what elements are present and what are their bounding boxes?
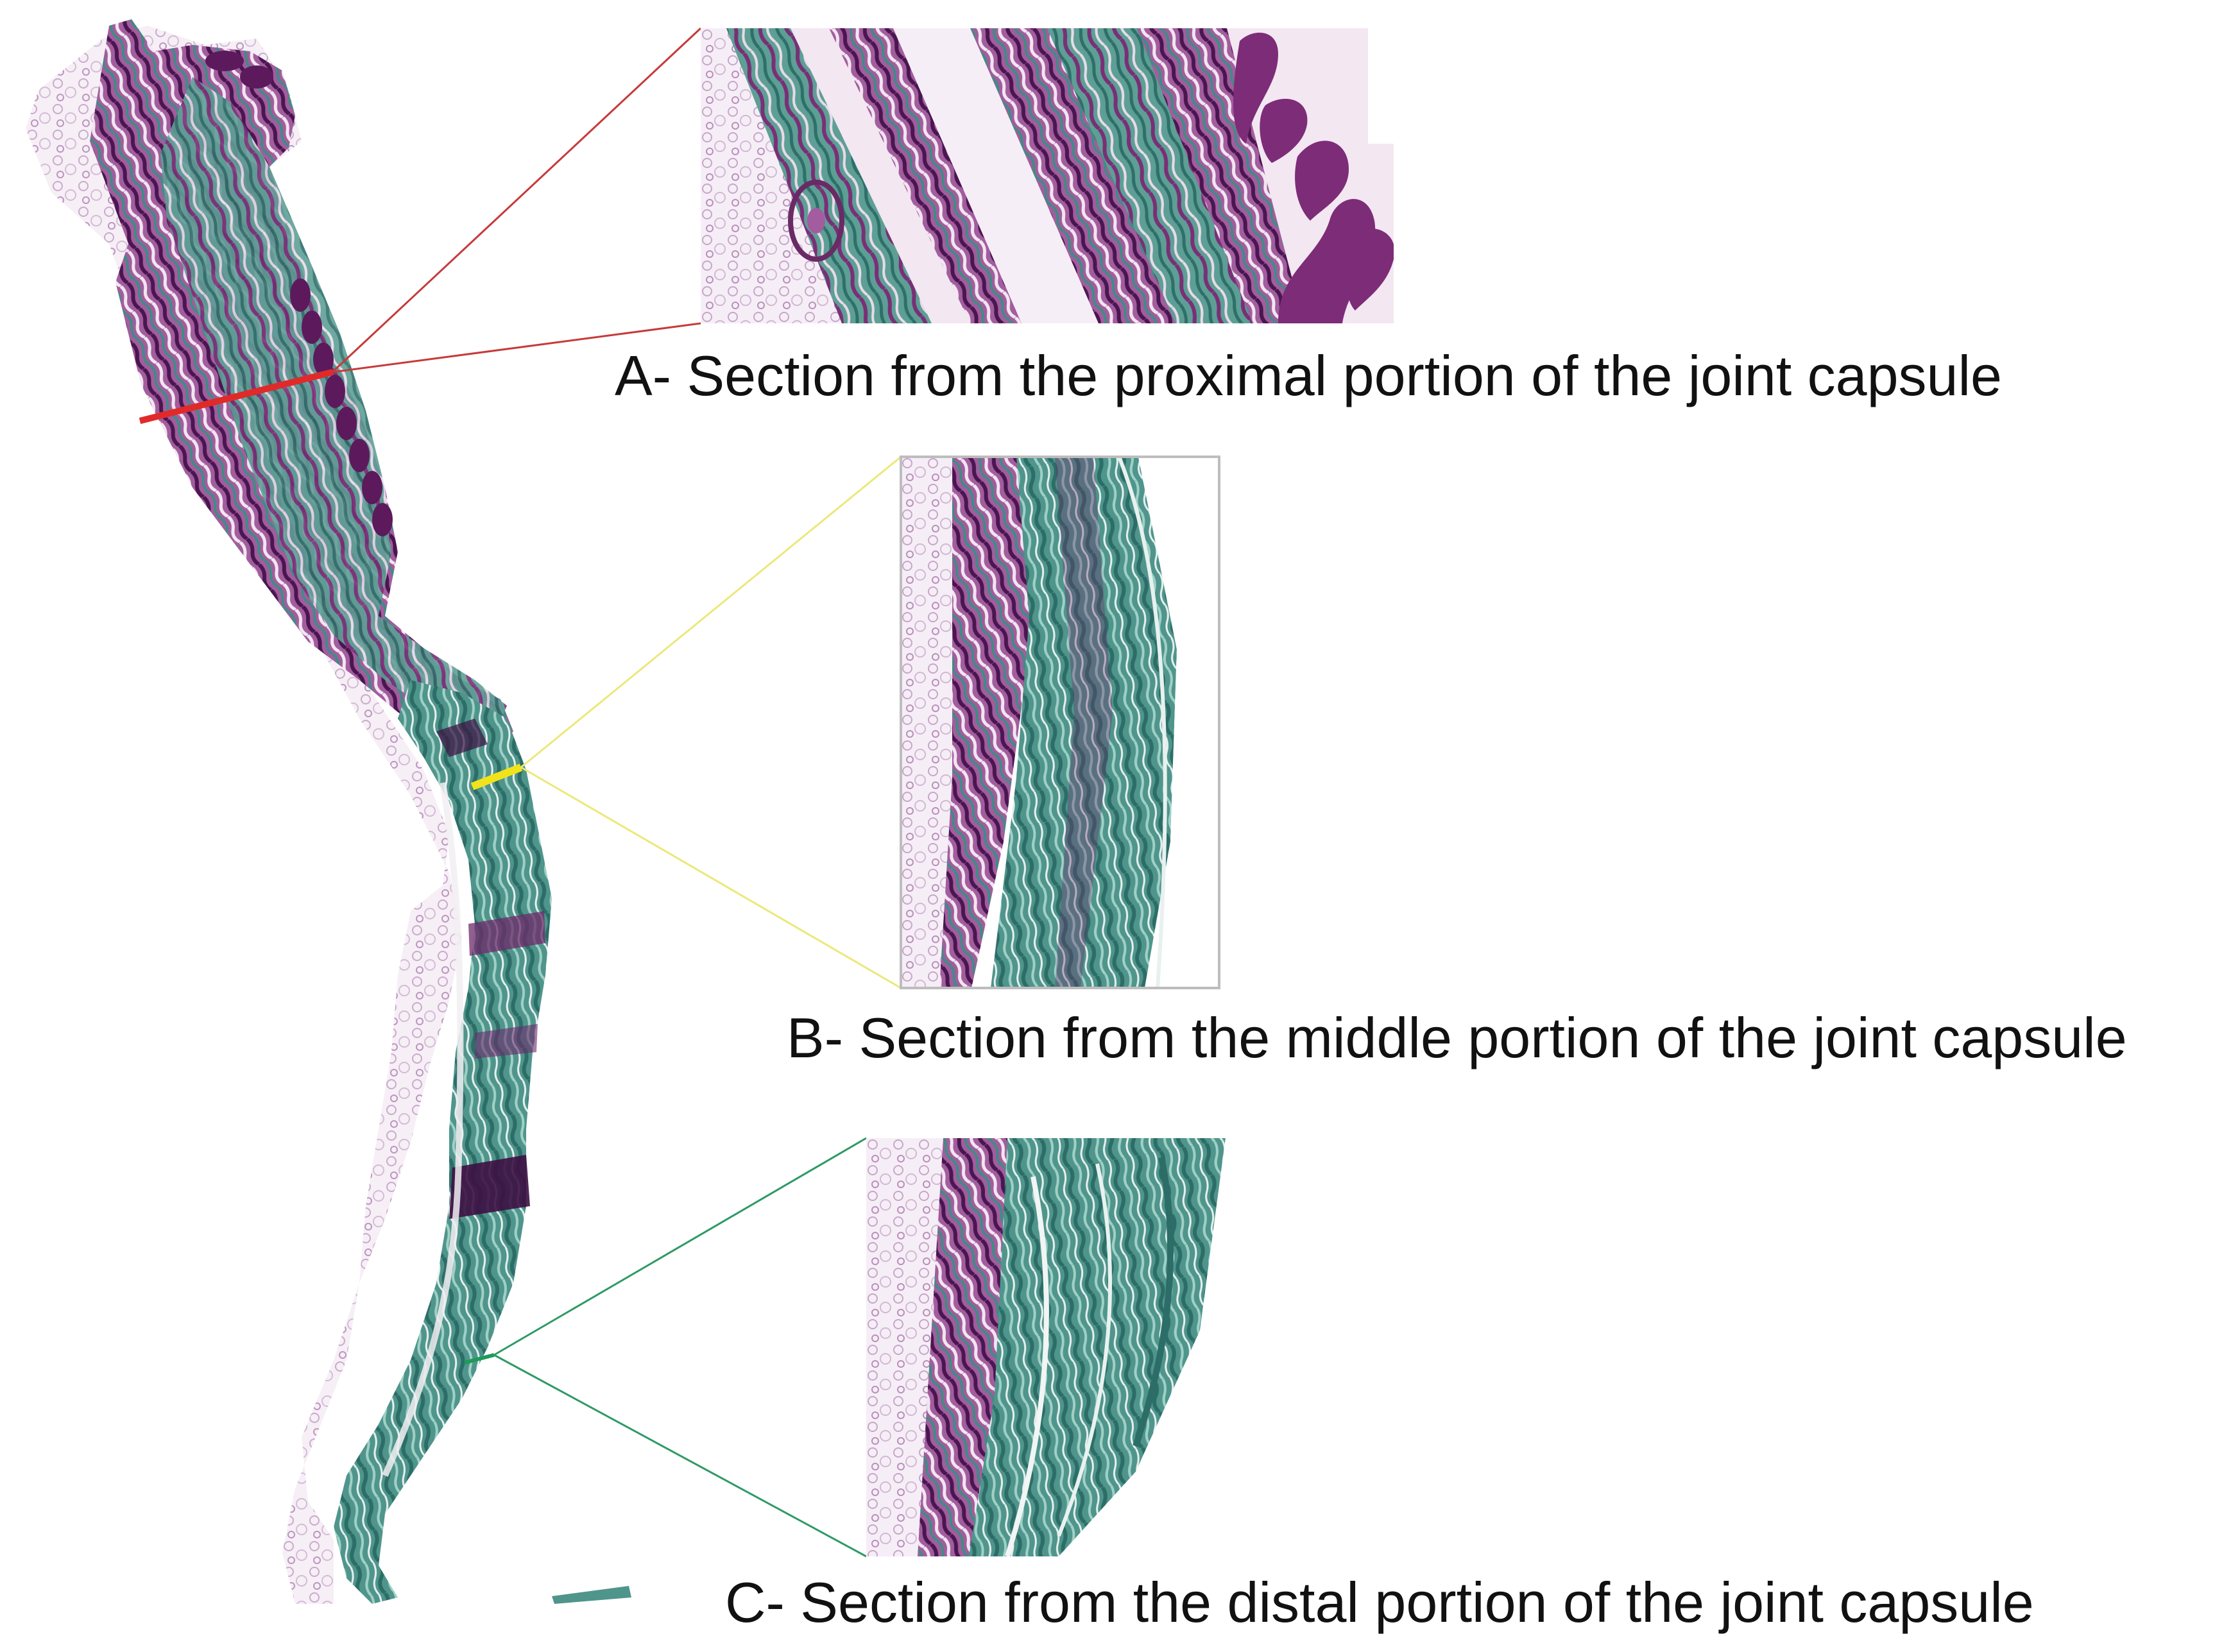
caption-proximal-section: A- Section from the proximal portion of … — [615, 344, 2002, 407]
pale-fiber-line — [382, 782, 464, 1477]
whole-capsule-section — [26, 19, 631, 1604]
middle-section-marker — [470, 763, 523, 790]
panel-a-micrograph — [701, 28, 1412, 323]
connector-lines-proximal — [331, 27, 702, 373]
middle-distal-tissue-band — [334, 680, 552, 1604]
connector-lines-middle — [520, 456, 902, 989]
dark-band — [449, 1155, 530, 1219]
synovial-villi — [205, 51, 393, 536]
loose-connective-tissue — [26, 26, 462, 1604]
dark-band — [468, 911, 545, 956]
panel-b-border — [900, 456, 1220, 989]
distal-section-marker — [464, 1353, 495, 1365]
caption-middle-section: B- Section from the middle portion of th… — [787, 1006, 2127, 1069]
tissue-fragment — [552, 1586, 631, 1604]
panel-c-micrograph — [866, 1138, 1232, 1556]
panel-b-micrograph — [900, 456, 1220, 989]
dark-band — [475, 1024, 538, 1059]
connector-lines-distal — [493, 1137, 867, 1558]
caption-distal-section: C- Section from the distal portion of th… — [725, 1571, 2034, 1634]
dark-band — [436, 719, 488, 757]
proximal-section-marker — [139, 369, 334, 424]
